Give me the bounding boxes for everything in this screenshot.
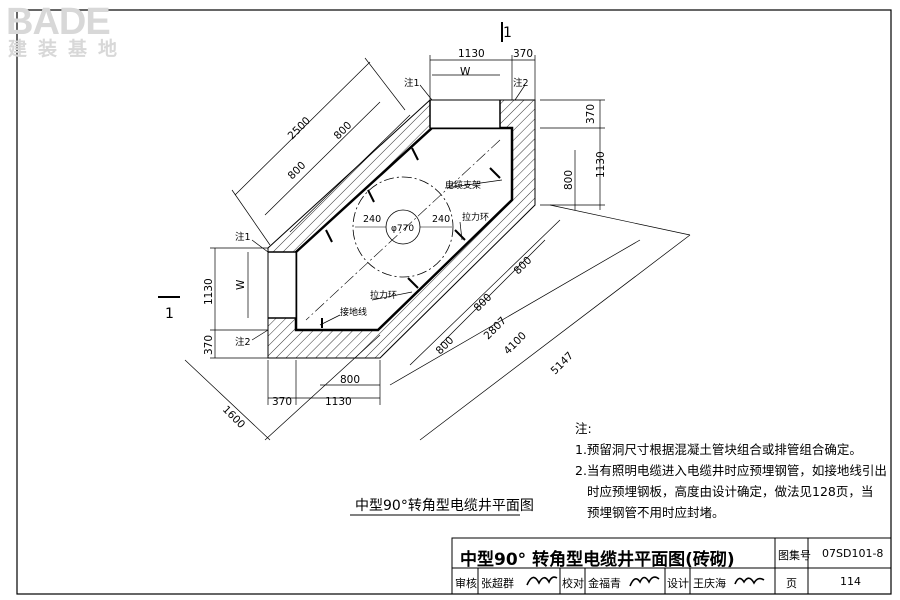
check-name: 金福青 — [588, 577, 621, 590]
label-pull-ring-upper: 拉力环 — [462, 211, 489, 223]
dim-right-upper: 370 — [585, 104, 597, 124]
dim-w-left: W — [235, 279, 247, 290]
manhole-cover-outline — [352, 176, 454, 278]
note-mark-left-lower: 注2 — [235, 336, 251, 348]
note-line-1: 1.预留洞尺寸根据混凝土管块组合或排管组合确定。 — [575, 442, 862, 457]
dim-bottom-inner: 800 — [340, 374, 360, 386]
dim-lr-5147: 5147 — [549, 350, 576, 377]
circle-left-offset: 240 — [363, 214, 381, 225]
note-line-2: 2.当有照明电缆进入电缆井时应预埋钢管，如接地线引出 — [575, 463, 887, 478]
notes-heading: 注: — [575, 421, 592, 436]
page-label: 页 — [786, 577, 797, 590]
dim-bottom-right: 1130 — [325, 396, 352, 408]
leader-lines — [251, 84, 526, 341]
dim-left-lower: 370 — [203, 335, 215, 355]
dim-ll-1600: 1600 — [220, 404, 247, 431]
notes-block: 注: 1.预留洞尺寸根据混凝土管块组合或排管组合确定。 2.当有照明电缆进入电缆… — [575, 418, 887, 523]
review-name: 张超群 — [481, 577, 514, 590]
dim-w-top: W — [460, 66, 471, 78]
left-opening — [267, 251, 297, 319]
dim-top-right: 370 — [513, 48, 533, 60]
title-block-title: 中型90° 转角型电缆井平面图(砖砌) — [460, 550, 735, 570]
design-name: 王庆海 — [693, 577, 726, 590]
atlas-number: 07SD101-8 — [822, 547, 884, 560]
note-line-4: 预埋钢管不用时应封堵。 — [587, 505, 725, 520]
dim-top-width: 1130 — [458, 48, 485, 60]
signature-reviewer — [526, 576, 558, 586]
dim-lr-2807: 2807 — [482, 315, 509, 342]
page-number: 114 — [840, 575, 861, 588]
dim-lr-b: 800 — [472, 291, 495, 314]
dim-right-lower: 1130 — [595, 151, 607, 178]
circle-diameter-label: φ770 — [391, 224, 414, 234]
dimension-lines — [184, 55, 691, 441]
section-mark-left-label: 1 — [165, 306, 174, 322]
top-opening — [429, 99, 501, 129]
review-label: 审核 — [455, 577, 477, 590]
atlas-label: 图集号 — [778, 549, 811, 562]
note-line-3: 时应预埋钢板，高度由设计确定，做法见128页，当 — [587, 484, 874, 499]
dim-left-upper: 1130 — [203, 278, 215, 305]
section-mark-top-label: 1 — [503, 25, 512, 41]
dim-lr-4100: 4100 — [502, 330, 529, 357]
note-mark-left-upper: 注1 — [235, 231, 251, 243]
note-mark-top-left: 注1 — [404, 77, 420, 89]
label-ground-wire: 接地线 — [340, 306, 367, 318]
label-cable-bracket: 电缆支架 — [445, 179, 481, 191]
dim-ul-b: 800 — [332, 119, 355, 142]
cable-brackets — [321, 147, 501, 328]
title-block-grid — [451, 537, 892, 595]
dim-right-inner: 800 — [563, 170, 575, 190]
watermark-logo: BADE — [6, 1, 111, 43]
label-pull-ring-lower: 拉力环 — [370, 289, 397, 301]
note-mark-top-right: 注2 — [513, 77, 529, 89]
design-label: 设计 — [667, 577, 689, 590]
dim-lr-a: 800 — [434, 334, 457, 357]
dim-bottom-left: 370 — [272, 396, 292, 408]
drawing-caption: 中型90°转角型电缆井平面图 — [355, 498, 534, 514]
watermark-subtitle: 建装基地 — [8, 38, 129, 60]
dim-ul-a: 800 — [286, 159, 309, 182]
dim-lr-c: 800 — [512, 254, 535, 277]
check-label: 校对 — [562, 577, 584, 590]
circle-right-offset: 240 — [432, 214, 450, 225]
dim-ul-outer: 2500 — [286, 115, 313, 142]
signature-checker — [629, 576, 660, 587]
diagonal-centerline — [305, 139, 501, 321]
signature-designer — [734, 577, 765, 585]
